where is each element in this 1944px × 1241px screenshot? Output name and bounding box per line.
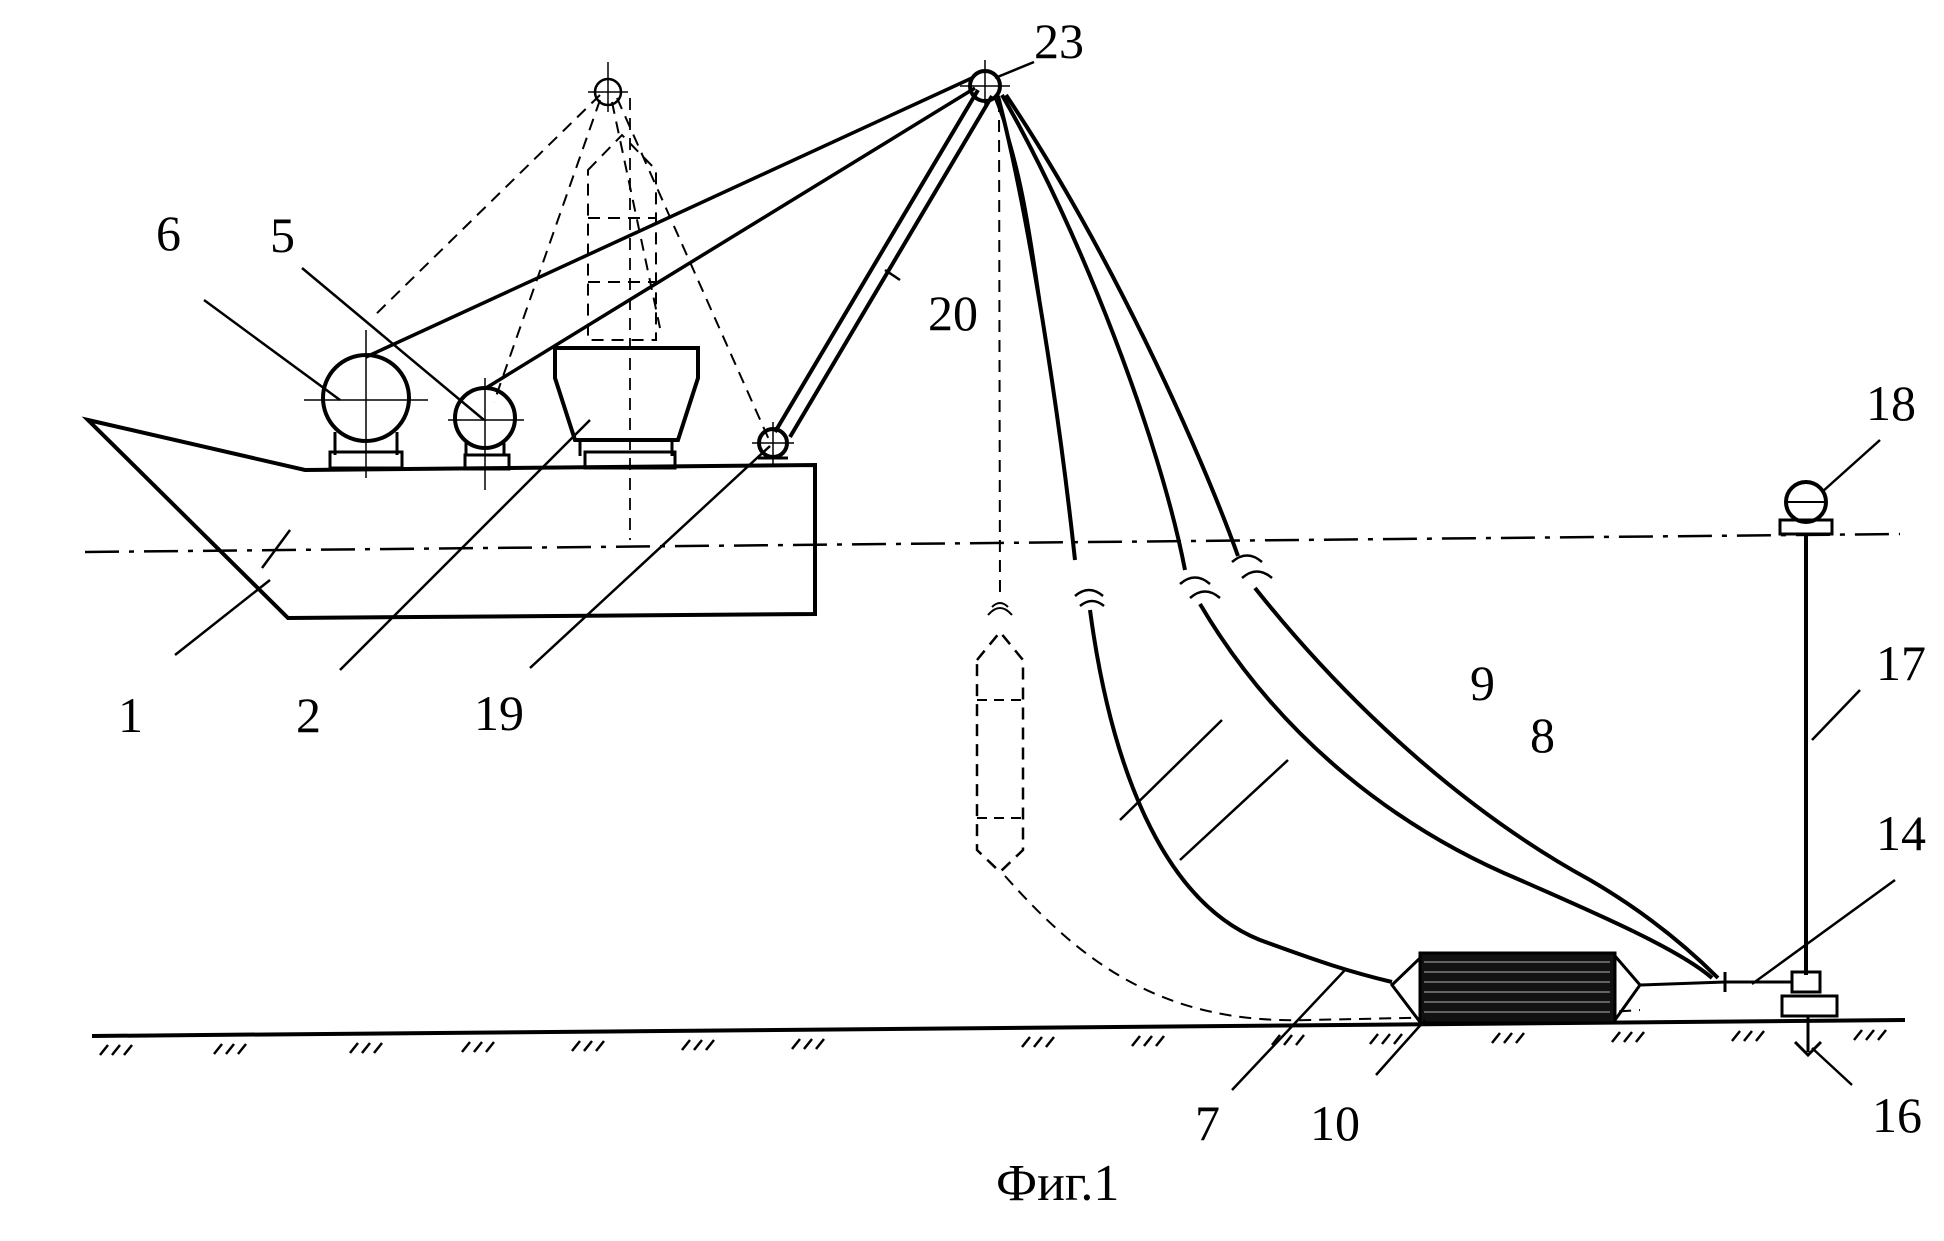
label-2: 2 <box>296 687 321 743</box>
label-17: 17 <box>1876 635 1926 691</box>
label-6: 6 <box>156 205 181 261</box>
water-surface-line <box>85 534 1900 552</box>
label-19: 19 <box>474 685 524 741</box>
label-10: 10 <box>1310 1095 1360 1151</box>
container-2 <box>555 348 698 468</box>
cable-7-break <box>1075 590 1104 606</box>
vessel-hull <box>88 420 815 618</box>
label-16: 16 <box>1872 1087 1922 1143</box>
leader-lines <box>175 62 1895 1090</box>
lowered-container-dashed <box>977 100 1640 1020</box>
cable-9-break <box>1180 578 1220 599</box>
cable-winch5-boom <box>486 88 975 388</box>
cable-8-lower <box>1255 588 1718 978</box>
sheave-19 <box>752 422 794 465</box>
label-1: 1 <box>118 687 143 743</box>
label-14: 14 <box>1876 805 1926 861</box>
label-23: 23 <box>1034 13 1084 69</box>
label-20: 20 <box>928 285 978 341</box>
seabed <box>92 1020 1905 1055</box>
label-8: 8 <box>1530 707 1555 763</box>
winch-6 <box>304 330 428 478</box>
cable-winch6-boom <box>366 78 972 357</box>
winch-5 <box>448 378 524 490</box>
label-18: 18 <box>1866 375 1916 431</box>
label-9: 9 <box>1470 655 1495 711</box>
cable-9 <box>1002 95 1185 570</box>
label-5: 5 <box>270 207 295 263</box>
pipe-bundle-10 <box>1392 953 1725 1023</box>
anchor-assembly <box>1725 972 1837 1055</box>
label-7: 7 <box>1195 1095 1220 1151</box>
cable-7 <box>998 96 1075 560</box>
figure-caption: Фиг.1 <box>996 1155 1119 1212</box>
boom-20 <box>775 90 992 437</box>
cable-8-break <box>1232 556 1272 579</box>
boom-head-sheave-23 <box>960 60 1010 110</box>
